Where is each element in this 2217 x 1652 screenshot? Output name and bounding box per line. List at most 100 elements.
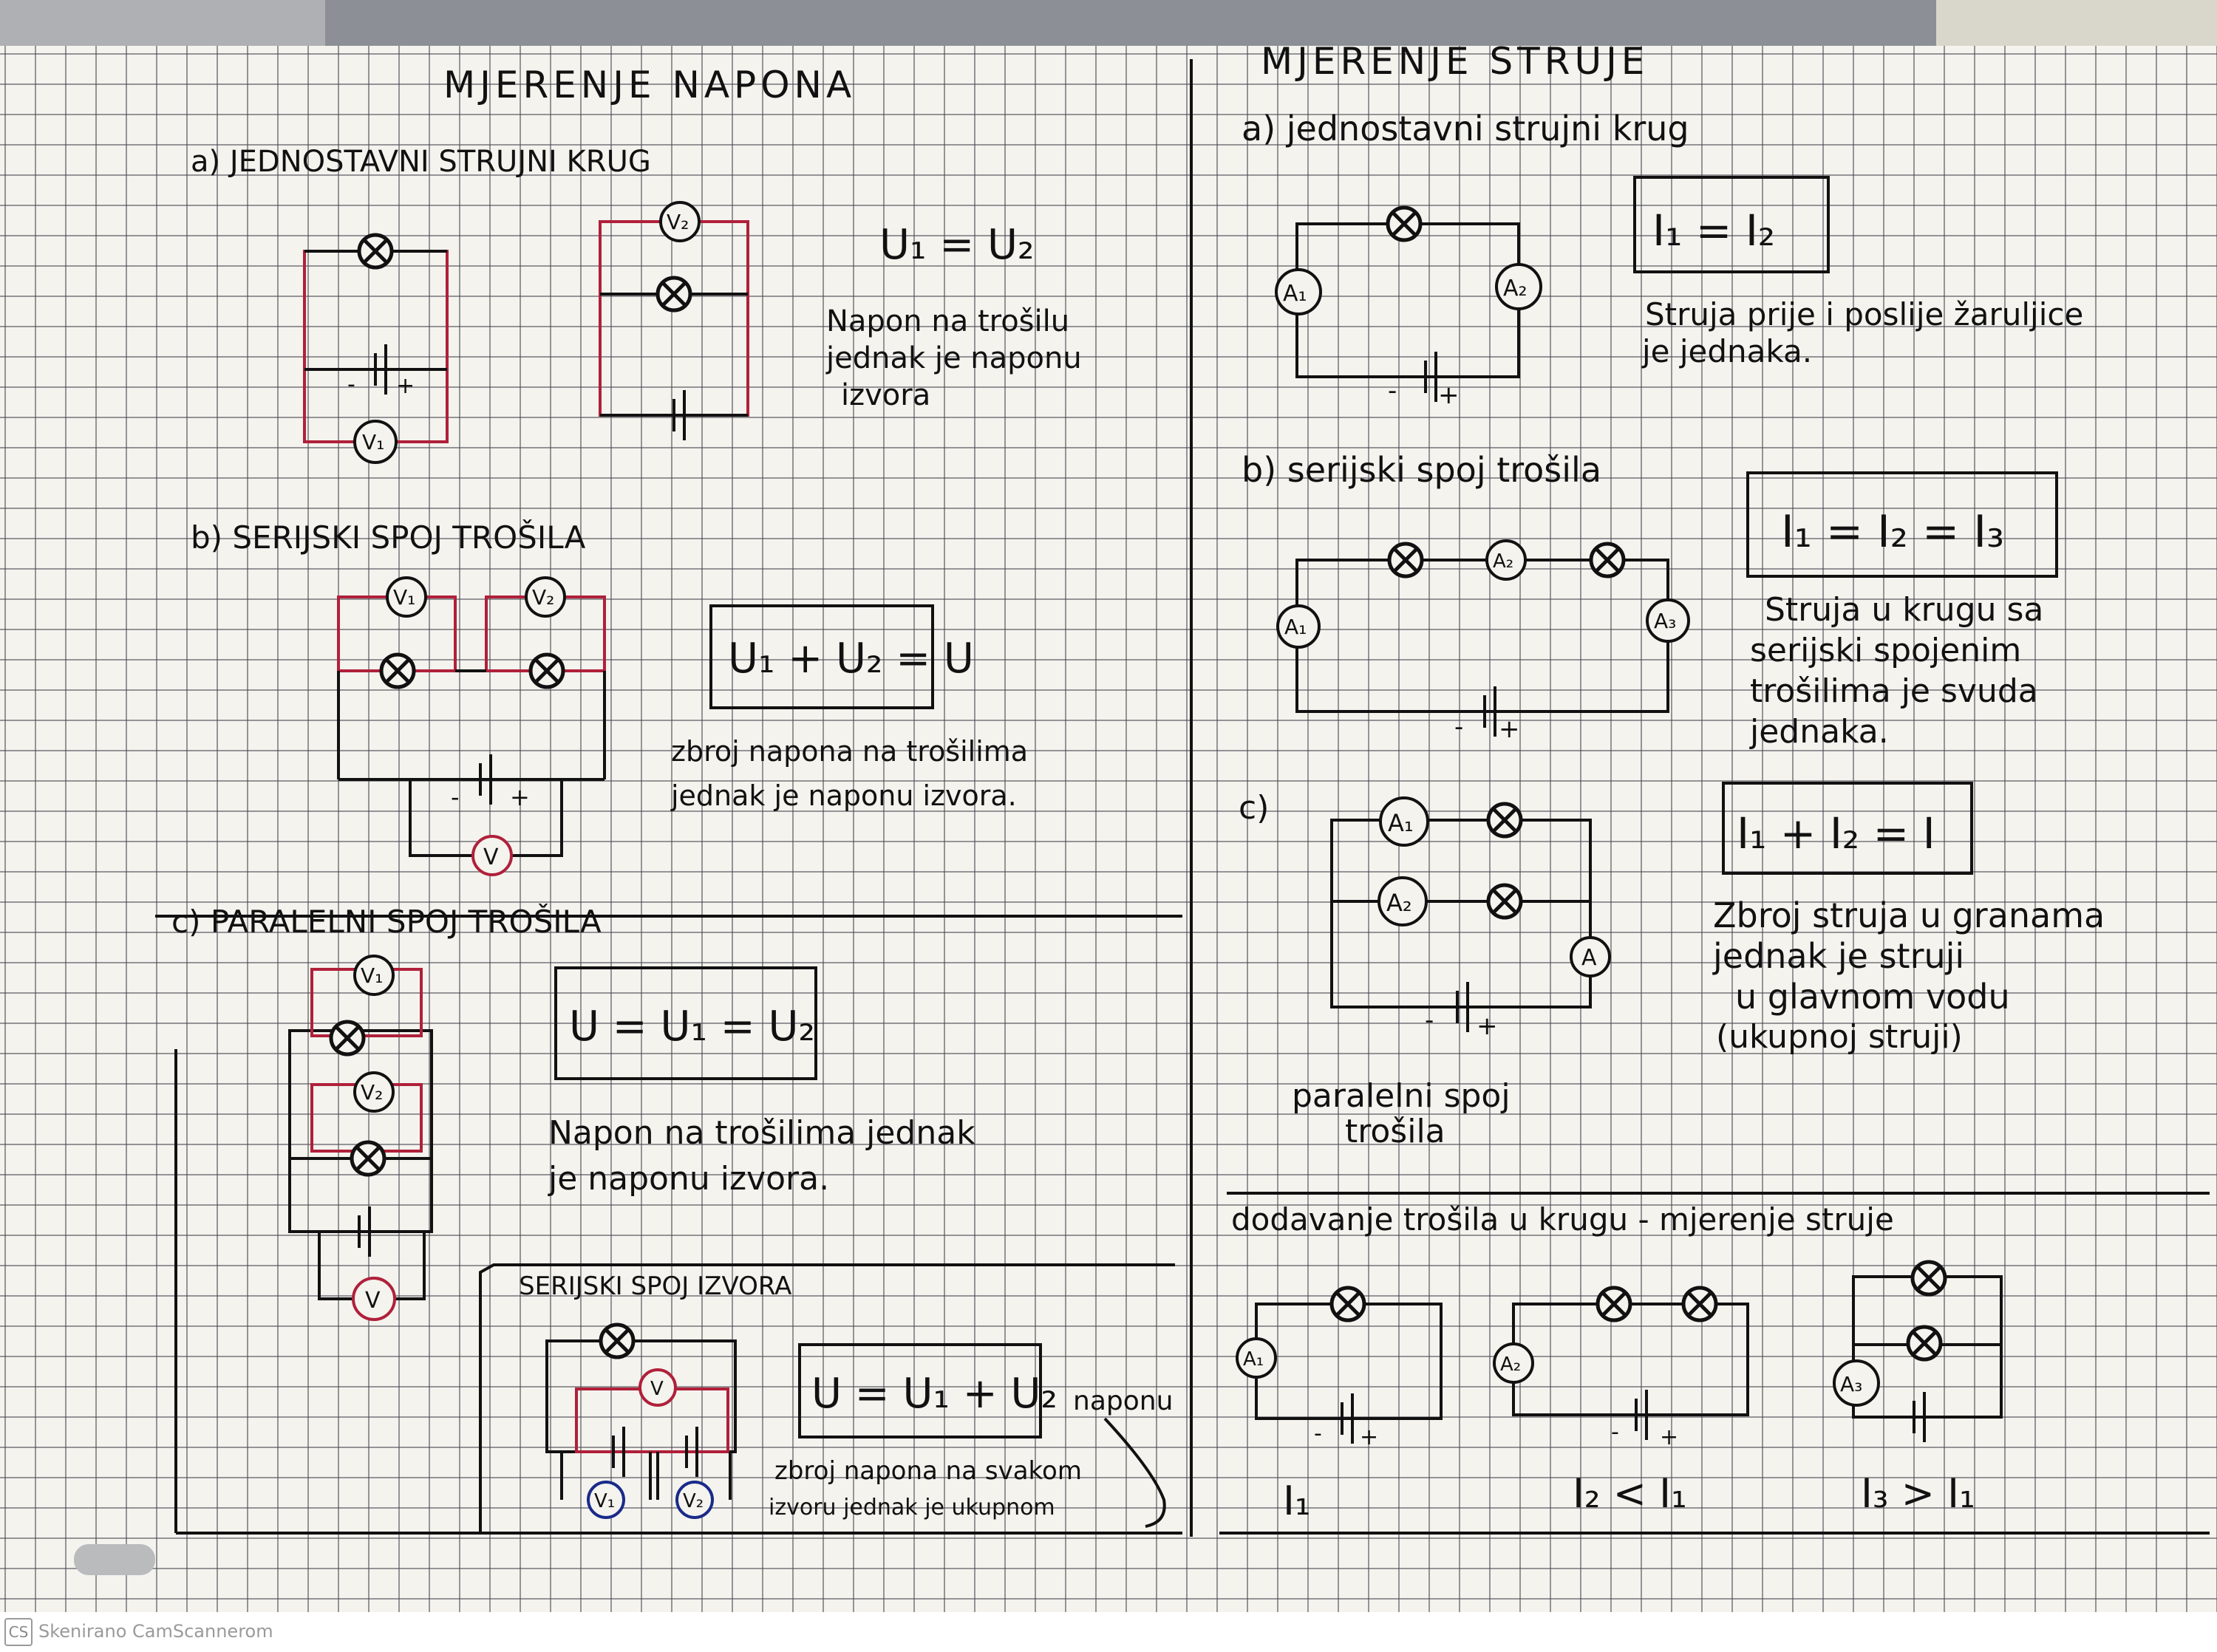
left-a-text-3: izvora bbox=[841, 378, 930, 412]
voltmeter-icon bbox=[353, 1071, 395, 1113]
lamp-icon bbox=[359, 235, 392, 267]
scanner-edge-left bbox=[0, 0, 325, 52]
voltmeter-label: V₂ bbox=[683, 1490, 704, 1512]
voltmeter-icon bbox=[353, 955, 395, 996]
ammeter-label: A₁ bbox=[1284, 615, 1307, 639]
lamp-icon bbox=[1488, 804, 1521, 836]
lamp-icon bbox=[658, 278, 690, 310]
voltmeter-label: V₂ bbox=[532, 585, 554, 610]
voltmeter-icon bbox=[352, 1277, 396, 1321]
voltmeter-label: V₂ bbox=[361, 1080, 383, 1105]
right-c-heading: c) bbox=[1239, 789, 1269, 827]
left-c-text-2: je naponu izvora. bbox=[548, 1160, 829, 1198]
voltmeter-icon bbox=[353, 420, 398, 464]
ammeter-icon bbox=[1379, 796, 1429, 847]
plus-label: + bbox=[396, 373, 415, 399]
right-d-caption-3: I₃ > I₁ bbox=[1861, 1470, 1975, 1517]
plus-label: + bbox=[1660, 1424, 1678, 1450]
ammeter-label: A bbox=[1581, 945, 1597, 971]
ammeter-label: A₂ bbox=[1386, 889, 1412, 917]
right-d-heading: dodavanje trošila u krugu - mjerenje str… bbox=[1231, 1201, 1894, 1238]
ammeter-label: A₂ bbox=[1493, 550, 1513, 573]
voltmeter-label: V₁ bbox=[362, 430, 384, 454]
lamp-icon bbox=[381, 655, 414, 687]
ammeter-icon bbox=[1833, 1359, 1880, 1407]
right-b-text-4: jednaka. bbox=[1749, 713, 1889, 751]
lamp-icon bbox=[601, 1325, 633, 1357]
ammeter-icon bbox=[1276, 604, 1321, 649]
page-frame bbox=[155, 59, 2210, 1537]
right-b-text-3: trošilima je svuda bbox=[1750, 672, 2038, 710]
voltmeter-icon bbox=[675, 1481, 714, 1519]
voltmeter-label: V₁ bbox=[393, 585, 415, 610]
right-a-text-2: je jednaka. bbox=[1641, 333, 1812, 369]
left-d-heading: SERIJSKI SPOJ IZVORA bbox=[519, 1272, 791, 1301]
left-c-heading: c) PARALELNI SPOJ TROŠILA bbox=[171, 903, 602, 940]
minus-label: - bbox=[1454, 712, 1463, 742]
left-a-heading: a) JEDNOSTAVNI STRUJNI KRUG bbox=[191, 145, 651, 179]
right-a-formula: I₁ = I₂ bbox=[1652, 205, 1775, 256]
ammeter-icon bbox=[1570, 936, 1611, 977]
plus-label: + bbox=[1360, 1424, 1378, 1450]
left-a-circuit-2 bbox=[599, 220, 749, 417]
voltmeter-label: V₂ bbox=[667, 210, 689, 234]
scanner-edge-right bbox=[1936, 0, 2217, 52]
ammeter-label: A₃ bbox=[1654, 609, 1676, 633]
left-d-circuit bbox=[545, 1339, 737, 1500]
right-a-text-1: Struja prije i poslije žaruljice bbox=[1645, 296, 2083, 332]
voltmeter-label: V₁ bbox=[361, 963, 383, 988]
ammeter-label: A₂ bbox=[1503, 276, 1528, 301]
minus-label: - bbox=[1425, 1006, 1434, 1035]
lamp-icon bbox=[1332, 1288, 1364, 1320]
lamp-icon bbox=[1913, 1262, 1945, 1294]
ammeter-label: A₁ bbox=[1243, 1348, 1264, 1371]
minus-label: - bbox=[451, 783, 460, 811]
left-d-formula: U = U₁ + U₂ bbox=[811, 1370, 1058, 1418]
right-a-heading: a) jednostavni strujni krug bbox=[1242, 109, 1689, 149]
left-b-heading: b) SERIJSKI SPOJ TROŠILA bbox=[191, 519, 586, 556]
left-title: MJERENJE NAPONA bbox=[443, 64, 856, 106]
left-d-side-note: naponu bbox=[1073, 1386, 1173, 1416]
voltmeter-icon bbox=[471, 835, 513, 876]
right-c-text-1: Zbroj struja u granama bbox=[1713, 895, 2105, 935]
plus-label: + bbox=[1438, 380, 1460, 410]
ammeter-icon bbox=[1493, 1342, 1534, 1384]
right-d-caption-1: I₁ bbox=[1283, 1478, 1311, 1524]
plus-label: + bbox=[510, 783, 530, 811]
voltmeter-icon bbox=[638, 1368, 677, 1407]
right-b-heading: b) serijski spoj trošila bbox=[1242, 450, 1601, 490]
left-d-formula-box bbox=[798, 1343, 1042, 1438]
ammeter-icon bbox=[1485, 539, 1527, 581]
right-c-formula-box bbox=[1722, 782, 1973, 875]
lamp-icon bbox=[1591, 544, 1624, 576]
right-c-text-4: (ukupnoj struji) bbox=[1716, 1018, 1963, 1056]
ammeter-icon bbox=[1646, 598, 1690, 643]
plus-label: + bbox=[1477, 1011, 1498, 1041]
left-b-circuit bbox=[337, 595, 606, 857]
left-a-text-1: Napon na trošilu bbox=[826, 304, 1069, 338]
voltmeter-label: V bbox=[483, 844, 499, 870]
right-b-formula-box bbox=[1746, 471, 2058, 578]
right-b-text-1: Struja u krugu sa bbox=[1765, 591, 2043, 629]
left-c-circuit bbox=[288, 968, 433, 1300]
ammeter-icon bbox=[1236, 1337, 1277, 1379]
lamp-icon bbox=[352, 1142, 384, 1175]
ammeter-label: A₁ bbox=[1388, 809, 1414, 837]
right-c-formula: I₁ + I₂ = I bbox=[1737, 808, 1935, 859]
note-arrow bbox=[1103, 1417, 1166, 1528]
left-d-frame bbox=[479, 1263, 1175, 1533]
left-b-formula: U₁ + U₂ = U bbox=[728, 635, 974, 683]
footer-text: Skenirano CamScannerom bbox=[38, 1621, 273, 1642]
ammeter-label: A₁ bbox=[1283, 281, 1307, 307]
right-b-circuit bbox=[1295, 559, 1669, 713]
voltmeter-label: V bbox=[365, 1288, 381, 1314]
binder-hole bbox=[74, 1544, 155, 1575]
voltmeter-icon bbox=[587, 1481, 625, 1519]
lamp-icon bbox=[1388, 208, 1420, 240]
left-c-text-1: Napon na trošilima jednak bbox=[548, 1114, 975, 1152]
left-b-formula-box bbox=[709, 604, 934, 709]
left-d-text-2: izvoru jednak je ukupnom bbox=[769, 1495, 1055, 1520]
lamp-icon bbox=[531, 655, 563, 687]
minus-label: - bbox=[1388, 376, 1397, 406]
